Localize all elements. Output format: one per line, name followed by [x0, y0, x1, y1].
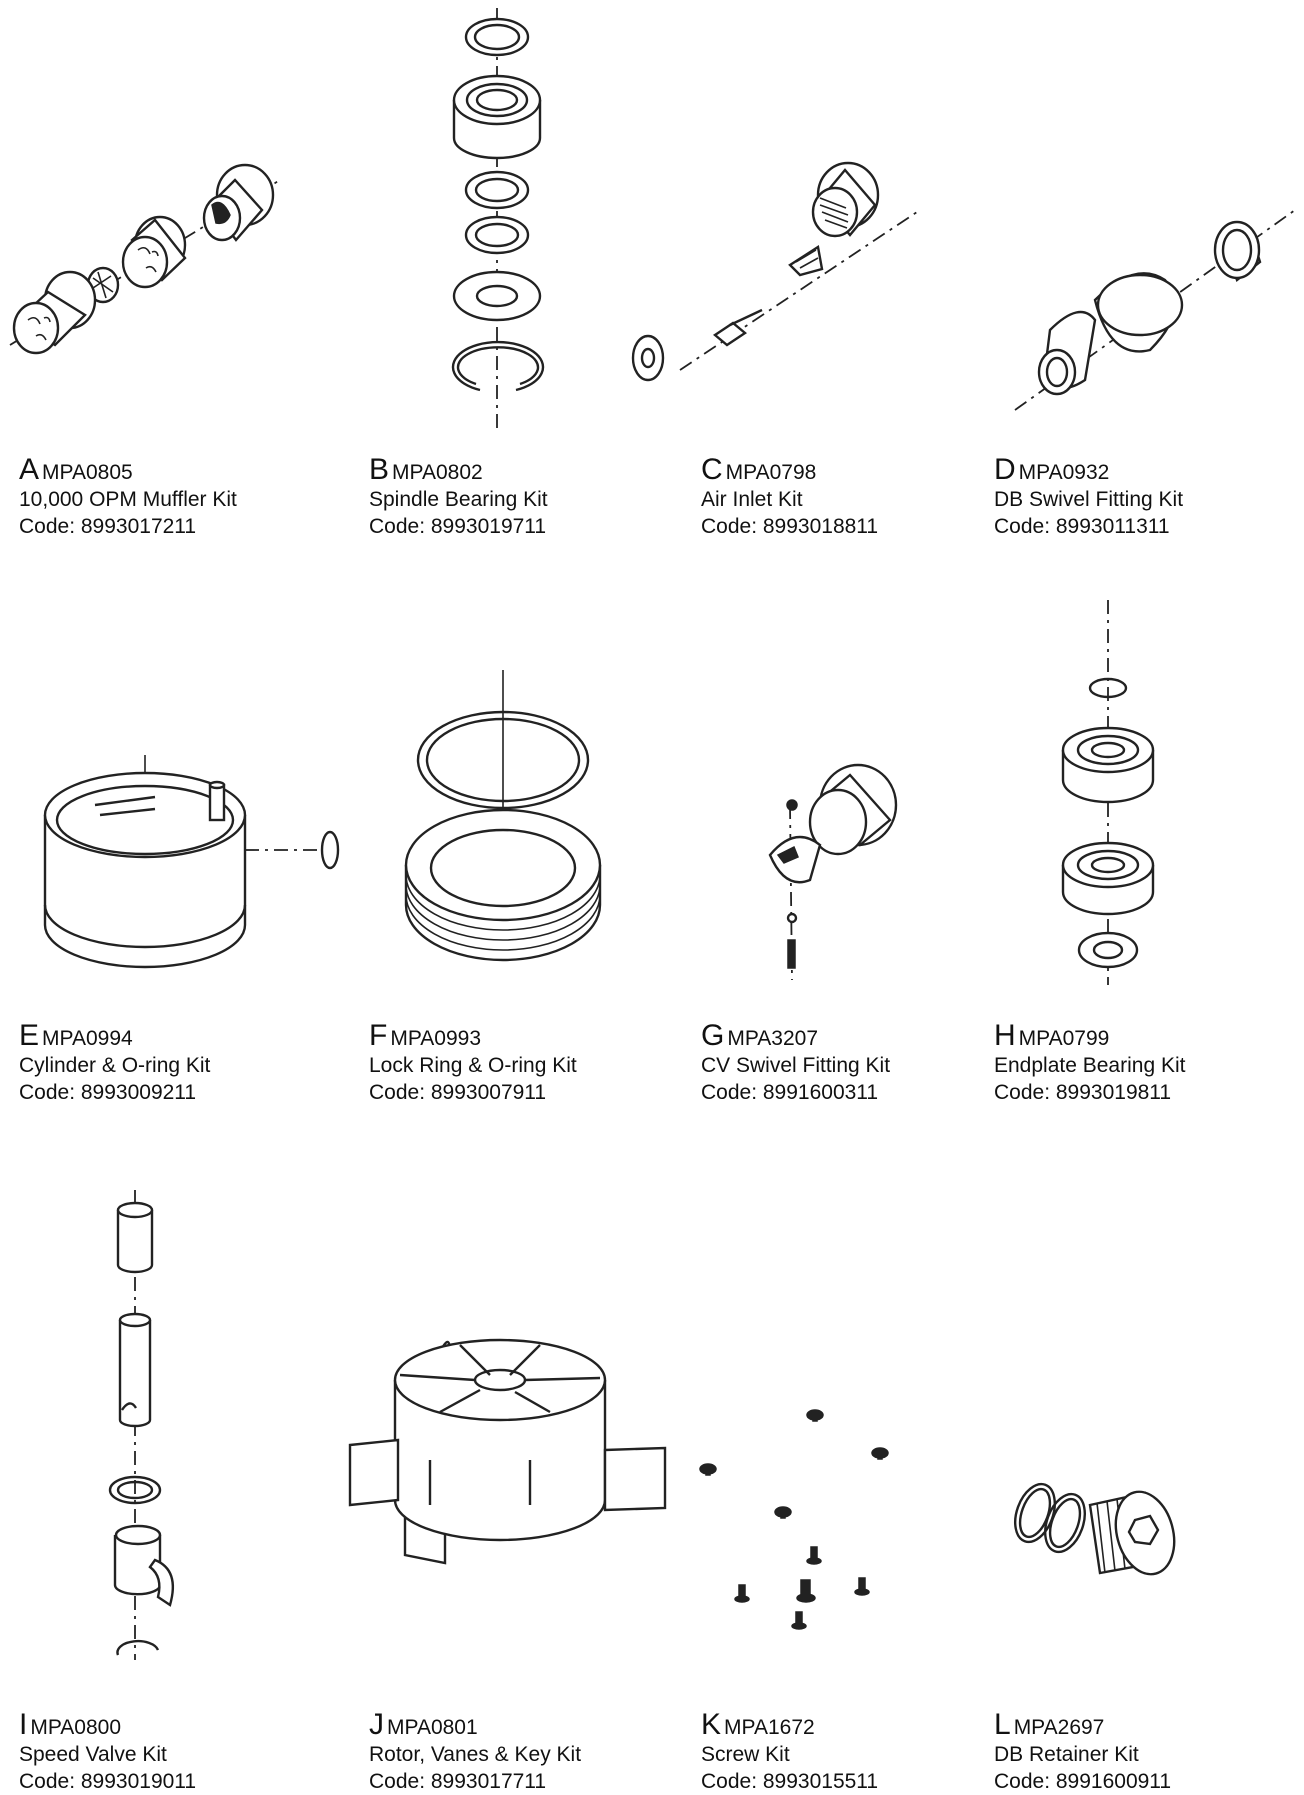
kit-code: Code: 8993019711: [369, 515, 547, 538]
part-number: MPA0993: [390, 1027, 481, 1050]
air-inlet-illustration: [631, 161, 921, 382]
screw-kit-illustration: [699, 1409, 889, 1630]
kit-code: Code: 8993009211: [19, 1081, 197, 1104]
kit-code: Code: 8993019011: [19, 1770, 197, 1793]
kit-name: 10,000 OPM Muffler Kit: [19, 488, 237, 511]
part-number: MPA2697: [1013, 1716, 1105, 1739]
kit-letter: K: [701, 1708, 721, 1741]
kit-letter: B: [369, 453, 389, 486]
db-swivel-illustration: [1014, 209, 1296, 411]
db-retainer-illustration: [1014, 1482, 1176, 1576]
rotor-illustration: [348, 1338, 667, 1565]
speed-valve-illustration: [108, 1190, 175, 1660]
part-number: MPA0805: [42, 461, 133, 484]
kit-letter: F: [369, 1019, 387, 1052]
kit-letter: A: [19, 453, 39, 486]
kit-code: Code: 8993019811: [994, 1081, 1172, 1104]
kit-code: Code: 8991600311: [701, 1081, 879, 1104]
spindle-bearing-illustration: [451, 8, 545, 430]
kit-letter: C: [701, 453, 723, 486]
part-number: MPA0932: [1018, 461, 1110, 484]
kit-name: Lock Ring & O-ring Kit: [369, 1054, 577, 1077]
kit-code: Code: 8993018811: [701, 515, 879, 538]
part-number: MPA0798: [725, 461, 817, 484]
kit-name: DB Retainer Kit: [994, 1743, 1139, 1766]
kit-letter: J: [369, 1708, 384, 1741]
part-number: MPA0802: [392, 461, 483, 484]
kit-name: Air Inlet Kit: [701, 488, 803, 511]
kit-name: CV Swivel Fitting Kit: [701, 1054, 891, 1077]
part-number: MPA0799: [1018, 1027, 1110, 1050]
kit-letter: H: [994, 1019, 1016, 1052]
muffler-kit-illustration: [9, 163, 281, 355]
kit-name: Cylinder & O-ring Kit: [19, 1054, 211, 1077]
kit-letter: I: [19, 1708, 27, 1741]
kit-letter: D: [994, 453, 1016, 486]
cv-swivel-illustration: [768, 763, 898, 981]
kit-name: Screw Kit: [701, 1743, 790, 1766]
kit-code: Code: 8991600911: [994, 1770, 1172, 1793]
kit-code: Code: 8993007911: [369, 1081, 547, 1104]
endplate-bearing-illustration: [1061, 600, 1155, 985]
kit-letter: E: [19, 1019, 39, 1052]
kit-code: Code: 8993017211: [19, 515, 197, 538]
kit-name: Spindle Bearing Kit: [369, 488, 548, 511]
kit-name: DB Swivel Fitting Kit: [994, 488, 1184, 511]
cylinder-illustration: [43, 755, 340, 969]
part-number: MPA0801: [387, 1716, 478, 1739]
kit-name: Rotor, Vanes & Key Kit: [369, 1743, 582, 1766]
kit-code: Code: 8993011311: [994, 515, 1170, 538]
kit-letter: G: [701, 1019, 724, 1052]
kit-code: Code: 8993017711: [369, 1770, 547, 1793]
kit-code: Code: 8993015511: [701, 1770, 879, 1793]
part-number: MPA1672: [724, 1716, 815, 1739]
kit-letter: L: [994, 1708, 1011, 1741]
part-number: MPA0994: [42, 1027, 133, 1050]
part-number: MPA3207: [727, 1027, 819, 1050]
kit-name: Speed Valve Kit: [19, 1743, 167, 1766]
lock-ring-illustration: [404, 670, 602, 962]
part-number: MPA0800: [30, 1716, 122, 1739]
kit-name: Endplate Bearing Kit: [994, 1054, 1186, 1077]
